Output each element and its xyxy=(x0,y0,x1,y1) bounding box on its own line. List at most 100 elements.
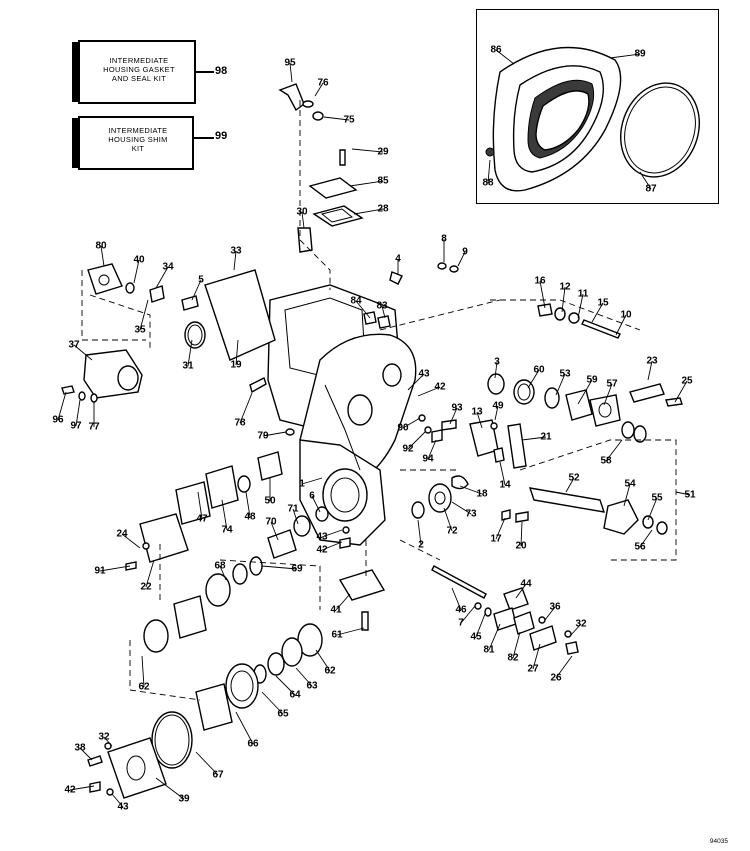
callout-leader-19 xyxy=(235,339,239,366)
seal-40 xyxy=(125,282,135,294)
callout-88: 88 xyxy=(482,178,494,189)
screw-29 xyxy=(339,149,346,166)
callout-72: 72 xyxy=(446,526,458,537)
callout-leader-91 xyxy=(99,565,131,572)
callout-leader-2 xyxy=(417,519,422,546)
gear-plate xyxy=(173,595,207,639)
callout-41: 41 xyxy=(330,605,342,616)
callout-45: 45 xyxy=(470,632,482,643)
diagram-code: 94035 xyxy=(709,838,728,845)
callout-leader-64 xyxy=(275,675,296,696)
callout-leader-65 xyxy=(261,691,284,715)
housing-bore-side xyxy=(382,363,402,387)
callout-34: 34 xyxy=(162,262,174,273)
bolt-26 xyxy=(565,641,579,655)
callout-22: 22 xyxy=(140,582,152,593)
washer-92 xyxy=(424,426,432,434)
callout-leader-43 xyxy=(321,529,343,538)
dash-right-shaft xyxy=(490,299,641,331)
callout-leader-21 xyxy=(521,436,547,441)
callout-90: 90 xyxy=(397,423,409,434)
callout-15: 15 xyxy=(597,298,609,309)
kit-99-leader xyxy=(192,137,214,139)
kit-98-number: 98 xyxy=(215,65,228,77)
washer-43 xyxy=(106,788,114,796)
callout-93: 93 xyxy=(451,403,463,414)
callout-leader-59 xyxy=(577,379,593,405)
callout-57: 57 xyxy=(606,379,618,390)
housing-bore-lower-inner xyxy=(330,477,360,513)
callout-leader-85 xyxy=(349,180,384,187)
callout-leader-49 xyxy=(494,405,499,421)
callout-leader-42 xyxy=(321,541,343,551)
callout-8: 8 xyxy=(441,234,447,245)
callout-48: 48 xyxy=(244,512,256,523)
callout-23: 23 xyxy=(646,356,658,367)
callout-42: 42 xyxy=(316,545,328,556)
kit-98-leader xyxy=(194,71,214,73)
bushing-16 xyxy=(537,303,553,317)
callout-leader-48 xyxy=(245,491,251,518)
callout-96: 96 xyxy=(52,415,64,426)
callout-64: 64 xyxy=(289,690,301,701)
callout-44: 44 xyxy=(520,579,532,590)
callout-leader-90 xyxy=(402,417,421,429)
callout-7: 7 xyxy=(458,618,464,629)
bolt-38 xyxy=(87,755,103,767)
callout-leader-45 xyxy=(475,613,486,638)
callout-leader-69 xyxy=(261,565,298,570)
callout-54: 54 xyxy=(624,479,636,490)
disc-62c xyxy=(281,637,303,667)
callout-leader-23 xyxy=(647,360,653,381)
nut-9 xyxy=(449,265,459,273)
washer-79 xyxy=(285,428,295,436)
callout-71: 71 xyxy=(287,504,299,515)
dash-lower-left xyxy=(129,640,201,701)
callout-leader-18 xyxy=(459,485,483,495)
callout-leader-20 xyxy=(520,521,523,547)
callout-83: 83 xyxy=(376,301,388,312)
callout-19: 19 xyxy=(230,360,242,371)
callout-leader-63 xyxy=(295,667,313,687)
washer-45 xyxy=(484,607,492,617)
bolt-93 xyxy=(441,419,457,431)
callout-29: 29 xyxy=(377,147,389,158)
callout-leader-83 xyxy=(381,305,386,319)
callout-86: 86 xyxy=(490,45,502,56)
callout-28: 28 xyxy=(377,204,389,215)
callout-46: 46 xyxy=(455,605,467,616)
callout-leader-80 xyxy=(100,245,105,267)
plate-27 xyxy=(529,625,557,651)
callout-leader-26 xyxy=(555,655,573,679)
washer-43b xyxy=(342,526,350,534)
callout-20: 20 xyxy=(515,541,527,552)
callout-38: 38 xyxy=(74,743,86,754)
callout-68: 68 xyxy=(214,561,226,572)
callout-leader-1 xyxy=(301,477,323,485)
callout-17: 17 xyxy=(490,534,502,545)
gasket-28 xyxy=(312,205,364,227)
kit-99-shadow xyxy=(72,118,82,168)
washer-49 xyxy=(490,422,498,430)
callout-leader-9 xyxy=(457,251,466,267)
callout-leader-55 xyxy=(647,497,658,521)
housing-bore-lower xyxy=(322,468,368,522)
callout-leader-3 xyxy=(494,361,498,379)
callout-leader-43 xyxy=(407,373,425,391)
dash-left-box xyxy=(81,270,146,341)
callout-leader-44 xyxy=(515,583,527,599)
callout-53: 53 xyxy=(559,369,571,380)
callout-leader-62 xyxy=(315,649,331,672)
callout-leader-53 xyxy=(555,373,566,396)
callout-82: 82 xyxy=(507,653,519,664)
callout-leader-15 xyxy=(591,302,604,323)
callout-leader-42 xyxy=(69,785,95,791)
callout-leader-68 xyxy=(219,565,227,581)
callout-leader-52 xyxy=(565,477,575,493)
callout-42: 42 xyxy=(64,785,76,796)
seal-58b xyxy=(633,425,647,443)
callout-36: 36 xyxy=(549,602,561,613)
kit-98-line-2: HOUSING GASKET xyxy=(103,65,175,74)
washer-2 xyxy=(411,501,425,519)
